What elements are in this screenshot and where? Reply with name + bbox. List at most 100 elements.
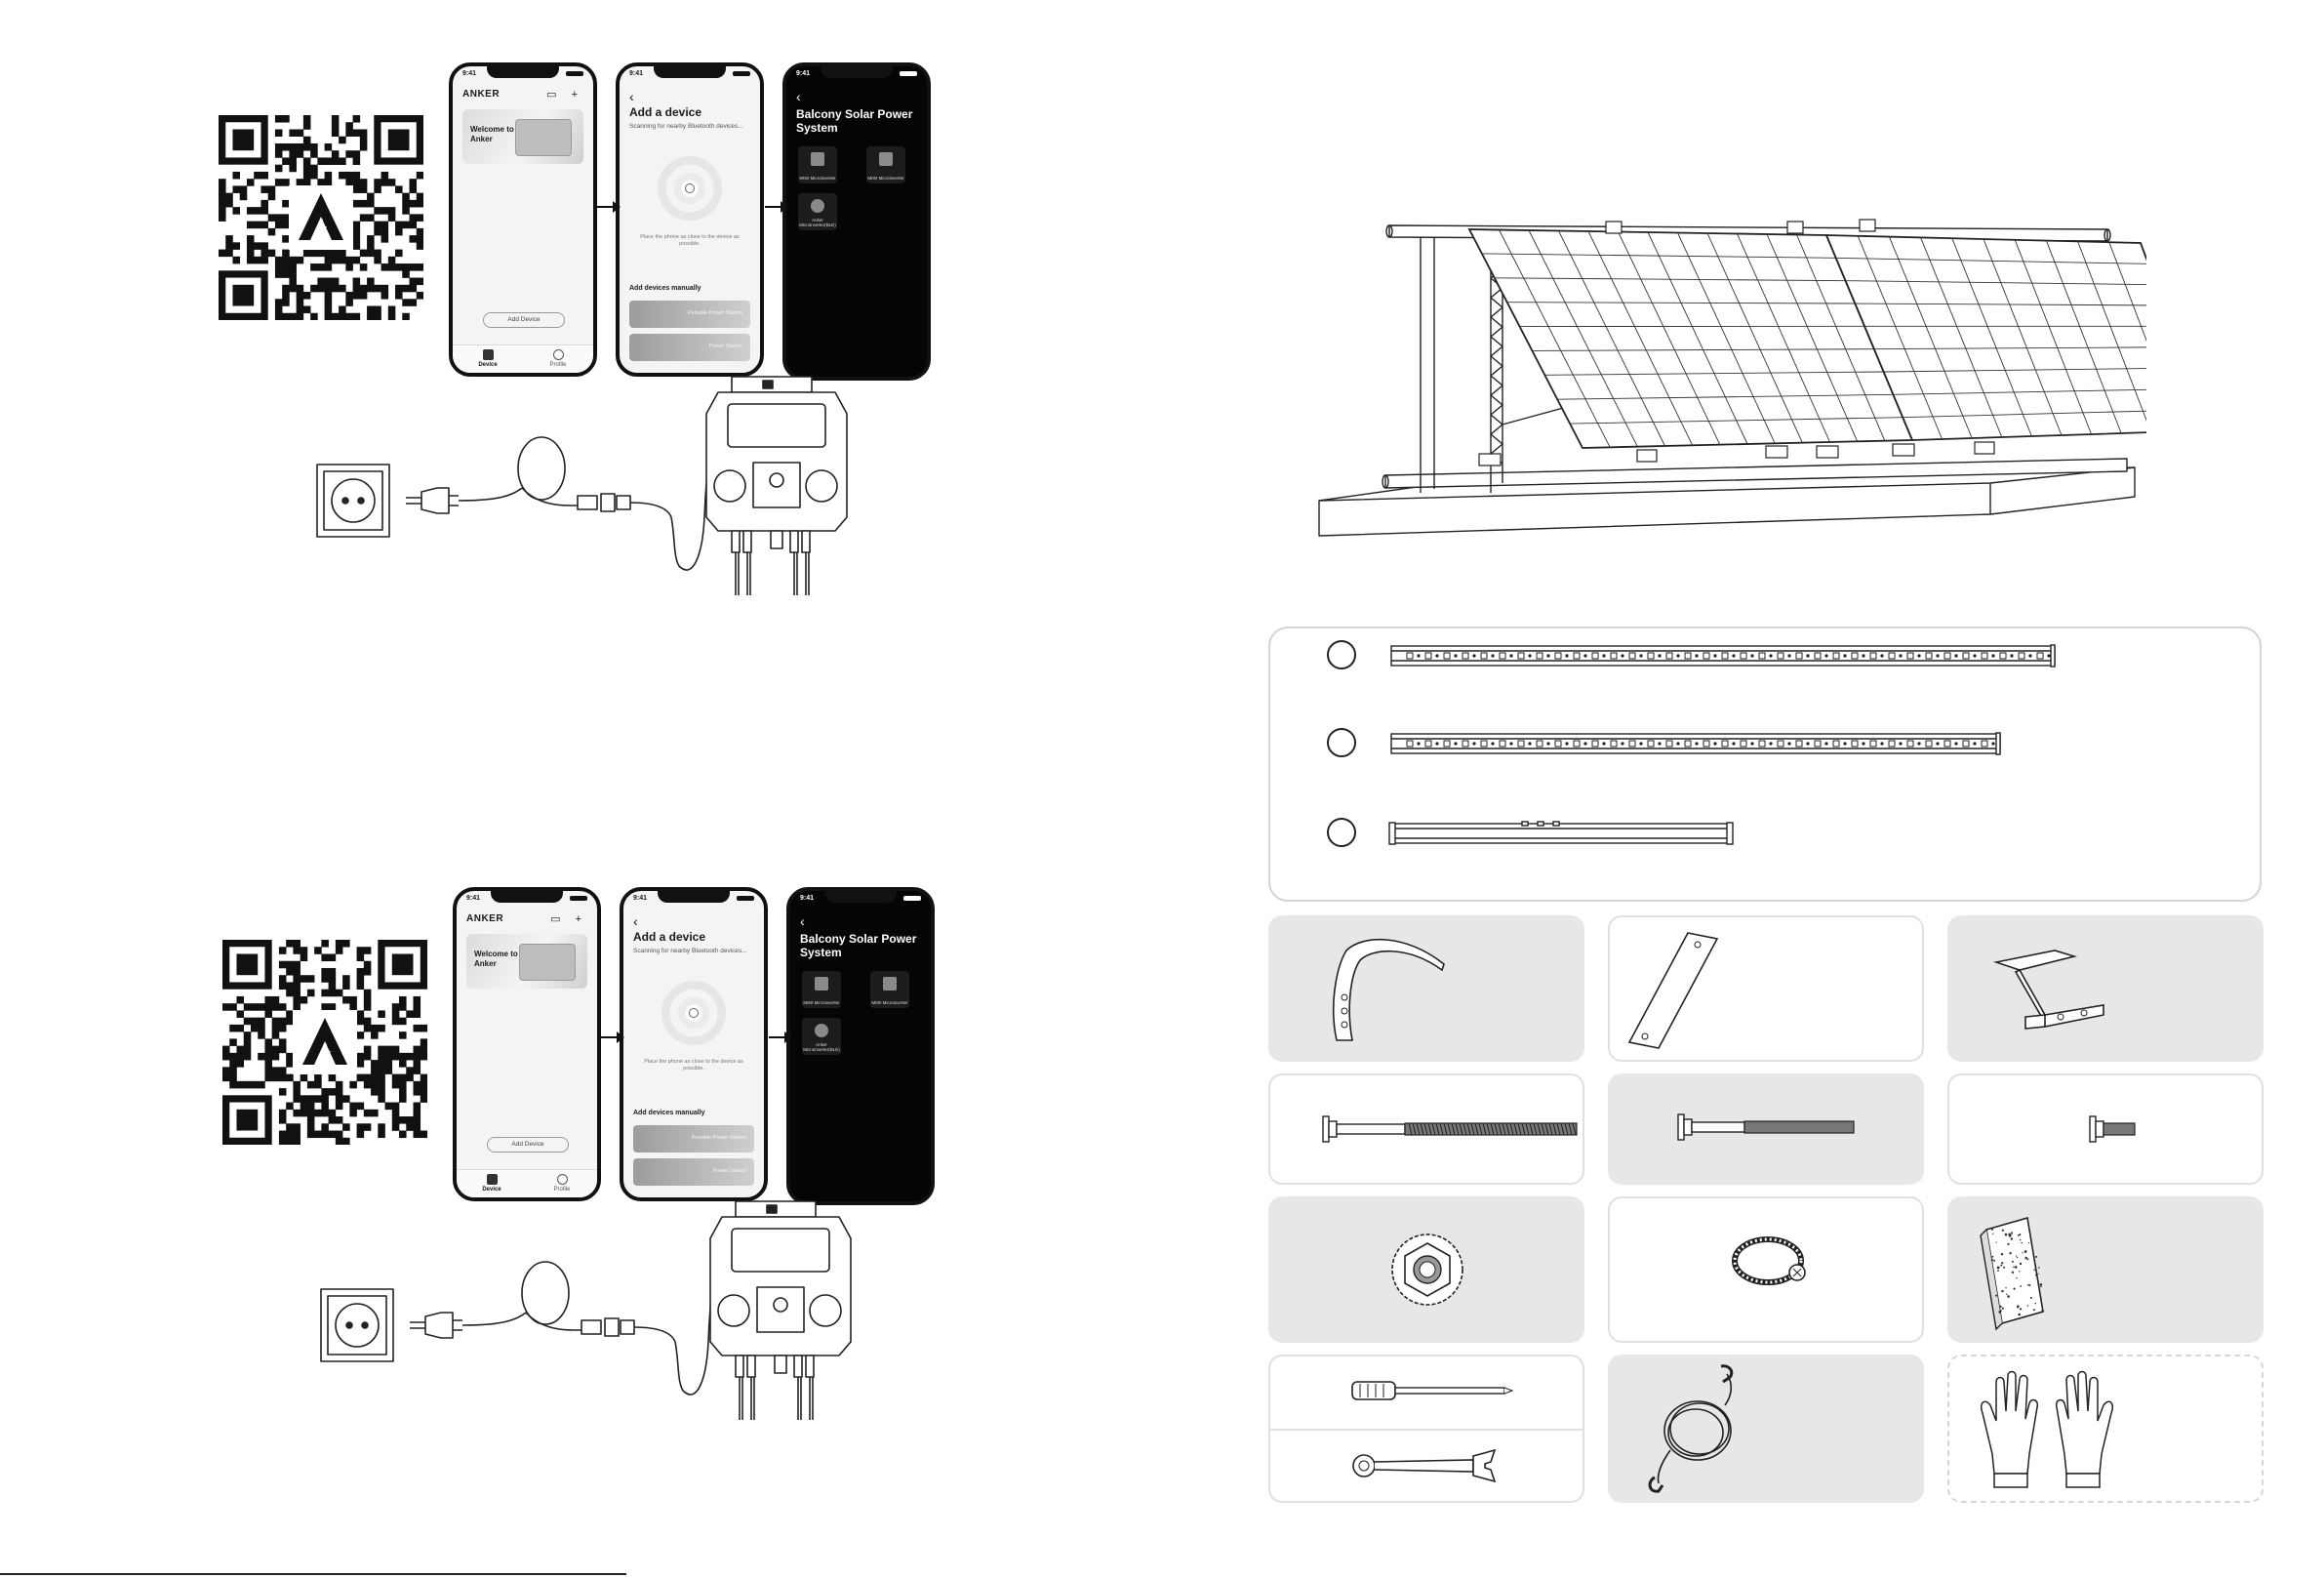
tab-bar: Device Profile — [453, 344, 593, 373]
back-icon[interactable]: ‹ — [629, 89, 634, 104]
scanning-text: Scanning for nearby Bluetooth devices... — [633, 948, 747, 954]
app-logo: ANKER — [466, 913, 504, 924]
device-label: Anker Microinverter(BLE) — [799, 218, 836, 227]
device-tile[interactable]: MI60 Microinverter — [802, 971, 841, 1008]
device-tile[interactable]: MI80 Microinverter — [870, 971, 909, 1008]
mounting-plate-icon — [1627, 932, 1719, 1049]
hose-clamp-icon — [1732, 1236, 1806, 1285]
rails-box — [1268, 627, 2262, 902]
add-device-button[interactable]: Add Device — [487, 1137, 569, 1153]
device-label: Anker Microinverter(BLE) — [803, 1042, 840, 1052]
device-card[interactable]: Power Station — [633, 1158, 754, 1186]
tab-label: Profile — [549, 362, 567, 368]
rail-2-marker — [1327, 728, 1356, 757]
add-device-button[interactable]: Add Device — [483, 312, 565, 328]
microinverter-icon — [811, 152, 824, 166]
phone-home-screen: 9:41 ANKER ▭ + Welcome to Anker Add Devi… — [449, 62, 597, 377]
product-image — [519, 944, 576, 981]
proximity-hint: Place the phone as close to the device a… — [640, 234, 740, 247]
device-tile[interactable]: Anker Microinverter(BLE) — [802, 1018, 841, 1055]
hook-strap-icon — [1332, 938, 1445, 1041]
rail-3-marker — [1327, 818, 1356, 847]
proximity-hint: Place the phone as close to the device a… — [644, 1059, 743, 1072]
tab-profile[interactable]: Profile — [527, 1174, 597, 1193]
part-z-bracket — [1947, 915, 2264, 1062]
part-hook-strap — [1268, 915, 1584, 1062]
phone-add-device-screen: 9:41 ‹ Add a device Scanning for nearby … — [616, 62, 764, 377]
microinverter-icon — [883, 977, 897, 991]
foam-pad-icon — [1980, 1216, 2044, 1331]
tab-device[interactable]: Device — [453, 349, 523, 368]
medium-bolt-icon — [1677, 1113, 1855, 1141]
back-icon[interactable]: ‹ — [800, 913, 805, 929]
profile-icon — [556, 1174, 568, 1185]
product-image — [515, 119, 572, 156]
phone-add-device-screen: 9:41 ‹ Add a device Scanning for nearby … — [620, 887, 768, 1201]
device-card[interactable]: Power Station — [629, 334, 750, 361]
scanning-radar-icon — [658, 156, 722, 221]
parts-grid — [1268, 915, 2264, 1513]
part-safety-rope — [1608, 1355, 1924, 1503]
signal-icon — [733, 71, 750, 76]
part-gloves — [1947, 1355, 2264, 1503]
device-tile[interactable]: MI80 Microinverter — [866, 146, 905, 183]
card-label: Power Station — [712, 1168, 746, 1174]
back-icon[interactable]: ‹ — [633, 913, 638, 929]
step-1: 9:41 ANKER ▭ + Welcome to Anker Add Devi… — [0, 0, 976, 625]
signal-icon — [903, 896, 921, 901]
banner-title: Welcome to Anker — [474, 950, 518, 968]
rail-1-marker — [1327, 640, 1356, 669]
welcome-banner[interactable]: Welcome to Anker — [462, 109, 583, 164]
flow-arrows — [597, 201, 788, 213]
device-card[interactable]: Portable Power Station — [633, 1125, 754, 1153]
part-long-bolt — [1268, 1073, 1584, 1185]
part-mounting-plate — [1608, 915, 1924, 1062]
gloves-icon — [1980, 1370, 2114, 1488]
top-icons[interactable]: ▭ + — [546, 89, 583, 101]
device-icon — [482, 349, 494, 360]
device-label: MI80 Microinverter — [867, 176, 904, 181]
tab-profile[interactable]: Profile — [523, 349, 593, 368]
qr-code-2 — [222, 940, 427, 1145]
long-bolt-icon — [1322, 1115, 1578, 1143]
phone-balcony-system-screen: 9:41 ‹ Balcony Solar Power System MI60 M… — [786, 887, 935, 1205]
device-icon — [486, 1174, 498, 1185]
flange-nut-icon — [1391, 1234, 1463, 1306]
scanning-text: Scanning for nearby Bluetooth devices... — [629, 123, 743, 130]
balcony-solar-illustration — [1318, 219, 2146, 537]
page-divider — [0, 1573, 626, 1575]
device-tile[interactable]: MI60 Microinverter — [798, 146, 837, 183]
tab-device[interactable]: Device — [457, 1174, 527, 1193]
part-foam-pad — [1947, 1196, 2264, 1343]
rail-long-icon — [1390, 644, 2056, 668]
device-card[interactable]: Portable Power Station — [629, 301, 750, 328]
tab-label: Device — [478, 362, 498, 368]
status-time: 9:41 — [466, 895, 481, 902]
top-icons[interactable]: ▭ + — [550, 913, 587, 925]
status-time: 9:41 — [462, 70, 477, 77]
scanning-radar-icon — [661, 981, 726, 1045]
welcome-banner[interactable]: Welcome to Anker — [466, 934, 587, 989]
screwdriver-icon — [1351, 1381, 1514, 1400]
device-label: MI60 Microinverter — [799, 176, 836, 181]
screen-title: Balcony Solar Power System — [796, 107, 913, 135]
step-2: 9:41 ANKER ▭ + Welcome to Anker Add Devi… — [0, 825, 976, 1449]
safety-rope-icon — [1648, 1364, 1734, 1493]
back-icon[interactable]: ‹ — [796, 89, 801, 104]
tab-bar: Device Profile — [457, 1169, 597, 1197]
socket-cable-inverter-diagram — [316, 376, 848, 595]
wrench-icon — [1352, 1448, 1497, 1483]
screen-title: Balcony Solar Power System — [800, 932, 917, 959]
signal-icon — [900, 71, 917, 76]
flow-arrows — [601, 1032, 792, 1043]
short-bolt-icon — [2089, 1115, 2136, 1143]
microinverter-icon — [815, 1024, 828, 1037]
rail-medium-icon — [1390, 732, 2001, 755]
anker-logo-icon — [289, 185, 353, 250]
status-time: 9:41 — [629, 70, 644, 77]
device-label: MI80 Microinverter — [871, 1000, 908, 1005]
device-tile[interactable]: Anker Microinverter(BLE) — [798, 193, 837, 230]
tab-label: Profile — [553, 1187, 571, 1193]
part-tools — [1268, 1355, 1584, 1503]
phone-home-screen: 9:41 ANKER ▭ + Welcome to Anker Add Devi… — [453, 887, 601, 1201]
